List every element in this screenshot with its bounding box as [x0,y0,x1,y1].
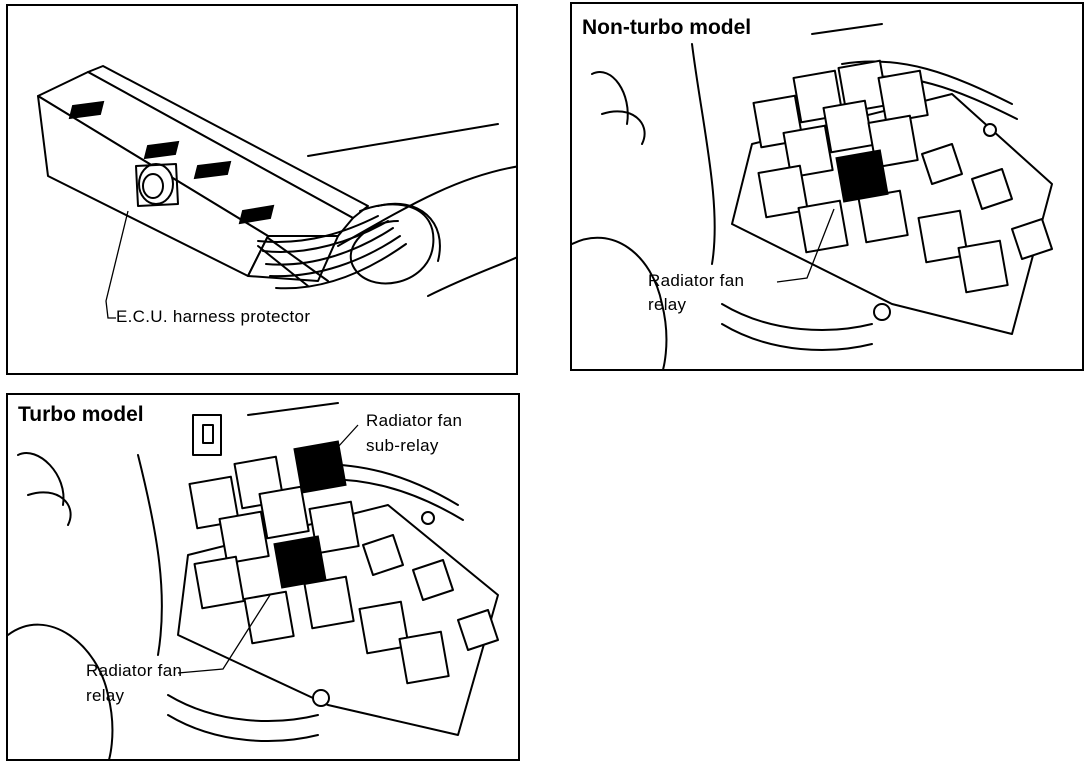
radiator-fan-relay-mark [835,149,889,203]
turbo-sub-relay-label-line2: sub-relay [366,436,439,455]
ecu-harness-panel: E.C.U. harness protector [6,4,518,375]
non-turbo-title: Non-turbo model [580,16,754,40]
turbo-panel: Turbo model Radiator fan sub-relay Radia… [6,393,520,761]
radiator-fan-sub-relay-mark [293,440,347,494]
turbo-sub-relay-label-line1: Radiator fan [366,411,463,430]
non-turbo-relay-label-line1: Radiator fan [648,271,745,290]
turbo-relay-label-line2: relay [86,686,125,705]
turbo-illustration [8,402,499,759]
non-turbo-panel: Non-turbo model Radiator fan relay [570,2,1084,371]
turbo-relay-label-line1: Radiator fan [86,661,183,680]
ecu-harness-illustration [37,65,516,319]
ecu-harness-protector-label: E.C.U. harness protector [116,307,311,326]
non-turbo-illustration [572,23,1053,369]
radiator-fan-relay-mark [273,535,327,589]
non-turbo-relay-label-line2: relay [648,295,687,314]
turbo-title: Turbo model [16,403,146,427]
